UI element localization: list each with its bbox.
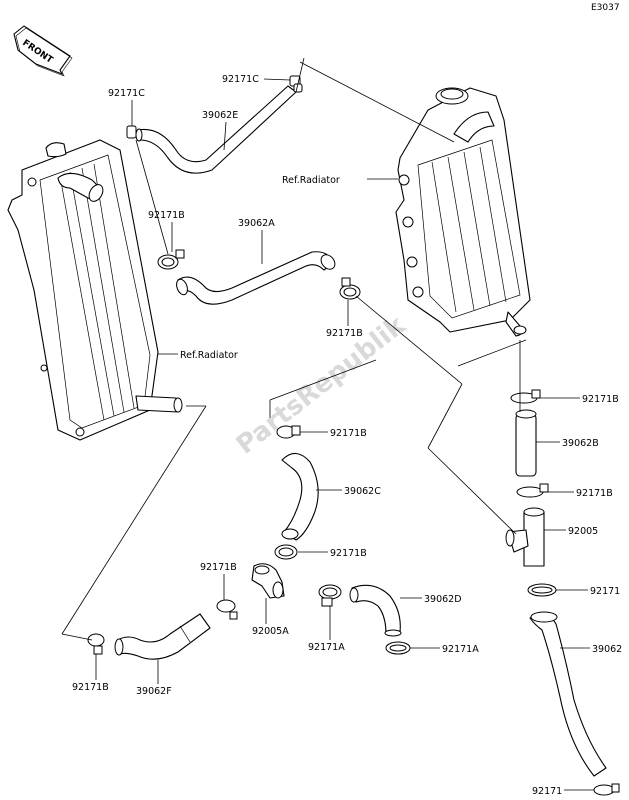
callout-92171a-a: 92171A bbox=[308, 642, 345, 653]
callout-92171b-c: 92171B bbox=[582, 394, 619, 405]
hose-39062c bbox=[281, 452, 319, 541]
right-radiator bbox=[395, 87, 531, 337]
callout-92171b-d: 92171B bbox=[576, 488, 613, 499]
clamp-92171b-h bbox=[87, 633, 105, 655]
hose-39062 bbox=[529, 611, 607, 777]
watermark-text: PartsRepublik bbox=[231, 310, 412, 460]
clamp-92171b-e bbox=[276, 425, 301, 439]
tee-fitting-92005 bbox=[505, 507, 545, 567]
callout-92171-a: 92171 bbox=[590, 586, 620, 597]
assembly-lines bbox=[61, 57, 527, 641]
callout-92171c-top: 92171C bbox=[222, 74, 259, 85]
hose-39062f bbox=[114, 613, 211, 660]
ref-radiator-left-label: Ref.Radiator bbox=[180, 350, 238, 361]
callout-39062: 39062 bbox=[592, 644, 622, 655]
callout-92171b-h: 92171B bbox=[72, 682, 109, 693]
clamp-92171b-a bbox=[157, 249, 185, 270]
callout-92171b-a: 92171B bbox=[148, 210, 185, 221]
clamp-92171c-top bbox=[289, 75, 303, 93]
clamp-92171b-d bbox=[516, 483, 549, 498]
clamp-92171-a bbox=[527, 583, 557, 597]
left-radiator bbox=[7, 139, 183, 441]
diagram-code: E3037 bbox=[591, 3, 620, 13]
callout-39062c: 39062C bbox=[344, 486, 381, 497]
callout-39062d: 39062D bbox=[424, 594, 462, 605]
clamp-92171c-left bbox=[126, 125, 137, 139]
callout-92171c-left: 92171C bbox=[108, 88, 145, 99]
clamp-92171b-g bbox=[216, 599, 238, 620]
callout-92005: 92005 bbox=[568, 526, 598, 537]
clamp-92171b-f bbox=[274, 544, 298, 560]
hose-39062b bbox=[515, 409, 537, 477]
callout-92171-b: 92171 bbox=[532, 786, 562, 797]
callout-39062a: 39062A bbox=[238, 218, 275, 229]
callout-92171b-e: 92171B bbox=[330, 428, 367, 439]
callout-92171b-g: 92171B bbox=[200, 562, 237, 573]
callout-92171b-b: 92171B bbox=[326, 328, 363, 339]
callout-39062b: 39062B bbox=[562, 438, 599, 449]
hose-39062e bbox=[135, 85, 297, 174]
hose-39062d bbox=[349, 584, 402, 637]
callout-39062f: 39062F bbox=[136, 686, 172, 697]
front-arrow-icon: FRONT bbox=[13, 25, 73, 77]
callout-92171b-f: 92171B bbox=[330, 548, 367, 559]
callout-92171a-b: 92171A bbox=[442, 644, 479, 655]
fitting-92005a bbox=[251, 563, 285, 599]
callout-92005a: 92005A bbox=[252, 626, 289, 637]
callouts: 92171C 92171C 39062E 92171B 39062A 92171… bbox=[72, 74, 622, 797]
ref-radiator-right-label: Ref.Radiator bbox=[282, 175, 340, 186]
callout-39062e: 39062E bbox=[202, 110, 238, 121]
hose-39062a bbox=[176, 251, 336, 305]
clamp-92171-b bbox=[593, 783, 620, 796]
watermark: PartsRepublik bbox=[231, 310, 412, 460]
clamp-92171a-a bbox=[318, 584, 342, 607]
clamp-92171b-b bbox=[339, 277, 361, 300]
clamp-92171a-b bbox=[385, 641, 411, 655]
clamp-92171b-c bbox=[510, 389, 541, 404]
